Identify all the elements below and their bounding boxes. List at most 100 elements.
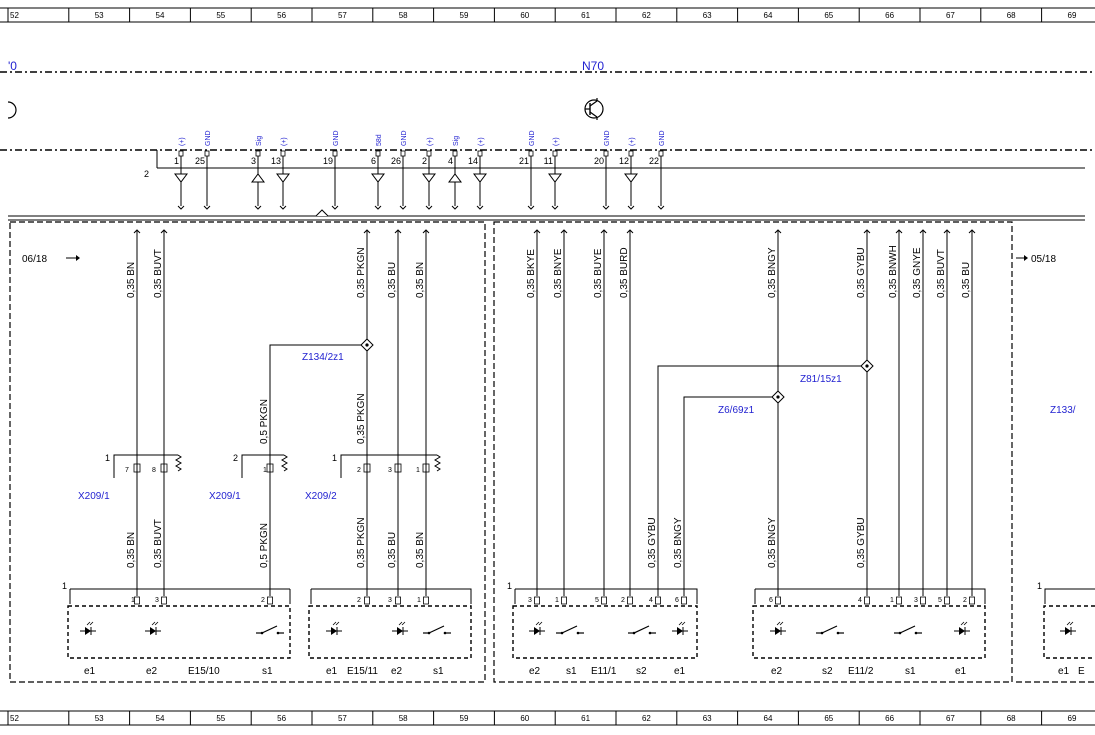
grid-column-56: 56	[277, 714, 286, 723]
grid-column-58: 58	[399, 11, 408, 20]
svg-text:Z81/15z1: Z81/15z1	[800, 374, 842, 385]
svg-text:Z6/69z1: Z6/69z1	[718, 405, 755, 416]
wire-label-w923: 0,35 GNYE	[912, 247, 923, 298]
wire-top-ticks	[133, 229, 976, 236]
grid-column-68: 68	[1007, 11, 1016, 20]
n70-pin-14: (+) 14	[468, 137, 487, 210]
n70-pin-label: (+)	[478, 137, 485, 146]
n70-pin-number: 26	[391, 156, 401, 166]
connector-x209-1a-label: X209/1	[78, 491, 110, 502]
svg-text:7: 7	[125, 467, 129, 474]
n70-pin-number: 3	[251, 156, 256, 166]
grid-column-60: 60	[520, 11, 529, 20]
grid-column-54: 54	[156, 714, 165, 723]
svg-text:Z134/2z1: Z134/2z1	[302, 352, 344, 363]
svg-text:s2: s2	[822, 666, 833, 677]
svg-text:s2: s2	[636, 666, 647, 677]
wire-label-w367: 0,35 PKGN	[356, 247, 367, 298]
grid-column-66: 66	[885, 11, 894, 20]
left-module-fragment: '0	[8, 59, 17, 73]
n70-pin-label: GND	[205, 130, 212, 146]
n70-pin-label: Sig	[256, 136, 263, 146]
connector-pin-cells	[133, 455, 430, 473]
n70-module: '0 N70 2 (+)1GND25Sig3(+)13GND1958d6GND2…	[0, 59, 1095, 221]
svg-text:1: 1	[416, 467, 420, 474]
svg-text:2: 2	[357, 467, 361, 474]
grid-column-62: 62	[642, 714, 651, 723]
svg-text:2: 2	[261, 597, 265, 604]
svg-text:3: 3	[914, 597, 918, 604]
splice-z6: Z6/69z1	[718, 390, 785, 416]
switch-icon	[256, 625, 284, 635]
grid-column-57: 57	[338, 714, 347, 723]
wire-label-b137: 0,35 BN	[126, 532, 137, 568]
grid-column-56: 56	[277, 11, 286, 20]
n70-pin-number: 25	[195, 156, 205, 166]
connector-x209-2: 1 2 3 1 X209/2	[305, 453, 441, 502]
svg-text:e1: e1	[674, 666, 686, 677]
grid-column-55: 55	[216, 714, 225, 723]
wire-label-m270: 0,5 PKGN	[259, 399, 270, 444]
svg-text:1: 1	[105, 453, 110, 463]
n70-pin-number: 14	[468, 156, 478, 166]
wire-label-b867: 0,35 GYBU	[856, 517, 867, 568]
wire-label-w630: 0,35 BURD	[619, 247, 630, 298]
svg-text:1: 1	[332, 453, 337, 463]
grid-column-63: 63	[703, 714, 712, 723]
transistor-icon	[584, 98, 604, 120]
n70-pin-2: (+)2	[422, 137, 436, 210]
svg-text:s1: s1	[566, 666, 577, 677]
svg-text:2: 2	[233, 453, 238, 463]
connector-x209-2-label: X209/2	[305, 491, 337, 502]
n70-pin-label: GND	[529, 130, 536, 146]
svg-text:6: 6	[769, 597, 773, 604]
svg-text:1: 1	[890, 597, 894, 604]
grid-column-52: 52	[10, 11, 19, 20]
n70-pin-13: (+)13	[271, 137, 290, 210]
right-ground-box	[493, 221, 1013, 683]
n70-pin-1: (+)1	[174, 137, 188, 210]
ref-right-arrow-icon	[1016, 255, 1028, 261]
n70-pin-number: 1	[174, 156, 179, 166]
wire-label-w604: 0,35 BUYE	[593, 248, 604, 298]
wire-label-b658: 0,35 GYBU	[647, 517, 658, 568]
n70-pin-11: (+)11	[544, 137, 562, 210]
grid-column-60: 60	[520, 714, 529, 723]
n70-pin-label: (+)	[629, 137, 636, 146]
led-icon	[392, 621, 408, 635]
svg-text:4: 4	[858, 597, 862, 604]
grid-column-54: 54	[156, 11, 165, 20]
wire-label-w164: 0,35 BUVT	[153, 249, 164, 298]
n70-pin-label: (+)	[553, 137, 560, 146]
svg-text:3: 3	[388, 467, 392, 474]
led-icon	[145, 621, 161, 635]
svg-text:e1: e1	[84, 666, 96, 677]
svg-text:e2: e2	[146, 666, 158, 677]
svg-text:e2: e2	[771, 666, 783, 677]
splice-z133-label: Z133/	[1050, 405, 1076, 416]
n70-pin-number: 2	[422, 156, 427, 166]
n70-pin-number: 21	[519, 156, 529, 166]
splice-z81: Z81/15z1	[800, 359, 874, 385]
n70-pin-number: 4	[448, 156, 453, 166]
grid-column-69: 69	[1068, 11, 1077, 20]
wire-label-w867: 0,35 GYBU	[856, 247, 867, 298]
n70-pin-21: GND 21	[519, 130, 536, 210]
n70-pin-number: 20	[594, 156, 604, 166]
grid-column-66: 66	[885, 714, 894, 723]
svg-text:s1: s1	[433, 666, 444, 677]
grid-column-63: 63	[703, 11, 712, 20]
wire-label-w398: 0,35 BU	[387, 262, 398, 298]
svg-text:1: 1	[507, 581, 512, 591]
component-e15-10-name: E15/10	[188, 666, 220, 677]
svg-text:1: 1	[1037, 581, 1042, 591]
svg-text:3: 3	[528, 597, 532, 604]
grid-column-52: 52	[10, 714, 19, 723]
n70-pin-number: 22	[649, 156, 659, 166]
component-e11-2-name: E11/2	[848, 666, 874, 677]
